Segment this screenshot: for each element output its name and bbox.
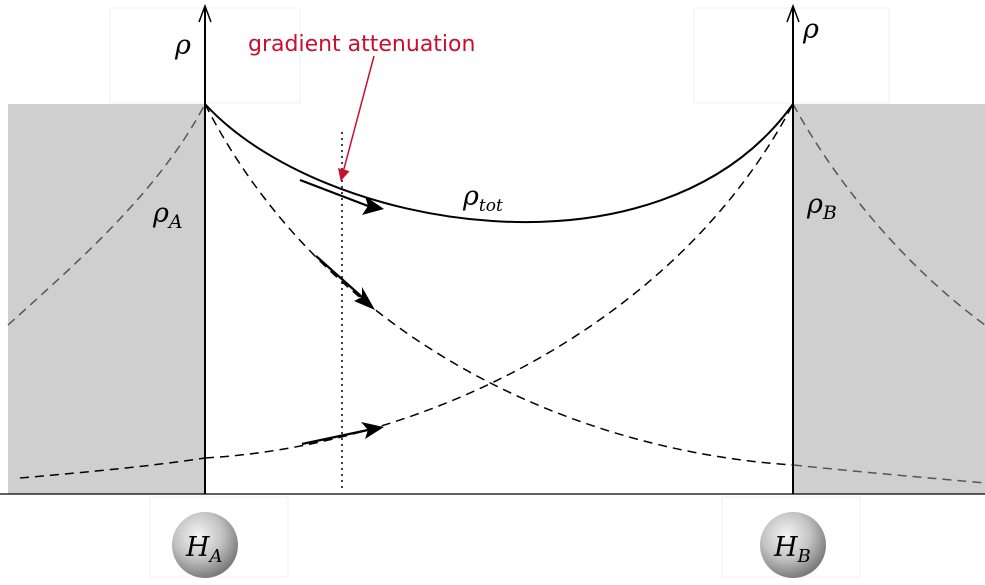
axis-b-arrowhead: [786, 3, 800, 23]
rho-b-label: ρB: [806, 189, 837, 224]
arrow-on-rho-a-head: [354, 287, 375, 310]
atom-a-sphere: [172, 512, 238, 578]
arrow-on-tot-shaft: [299, 178, 369, 208]
arrow-on-tot-head: [362, 196, 384, 215]
rho-b-curve: [204, 103, 794, 459]
label-frame-right: [693, 7, 890, 104]
atom-b-label: HB: [773, 532, 811, 567]
arrow-on-rho-b-head: [361, 422, 384, 439]
atom-frame-left: [149, 496, 289, 578]
rho-a-tail-left: [7, 103, 206, 326]
rho-axis-label-left: ρ: [174, 30, 191, 61]
rho-a-tail-right: [792, 464, 985, 484]
rho-tot-curve: [204, 103, 794, 224]
atom-h-b: HB: [760, 512, 826, 578]
rho-a-label: ρA: [152, 198, 183, 233]
rho-a-curve: [204, 103, 794, 466]
atom-h-a: HA: [172, 512, 238, 578]
arrow-on-rho-b-shaft: [301, 428, 369, 446]
arrow-on-rho-a-shaft: [315, 255, 363, 298]
atom-b-sphere: [760, 512, 826, 578]
rho-axis-label-right: ρ: [802, 14, 819, 45]
left-shaded-region: [8, 104, 205, 494]
rho-b-tail-left: [19, 457, 206, 479]
annotation-label: gradient attenuation: [248, 32, 475, 57]
right-shaded-region: [793, 104, 985, 494]
atom-a-label: HA: [185, 532, 223, 567]
axis-a-arrowhead: [198, 3, 212, 23]
rho-b-tail-right: [792, 103, 985, 326]
annotation-arrow: [337, 55, 375, 182]
rho-tot-label: ρtot: [462, 181, 503, 216]
